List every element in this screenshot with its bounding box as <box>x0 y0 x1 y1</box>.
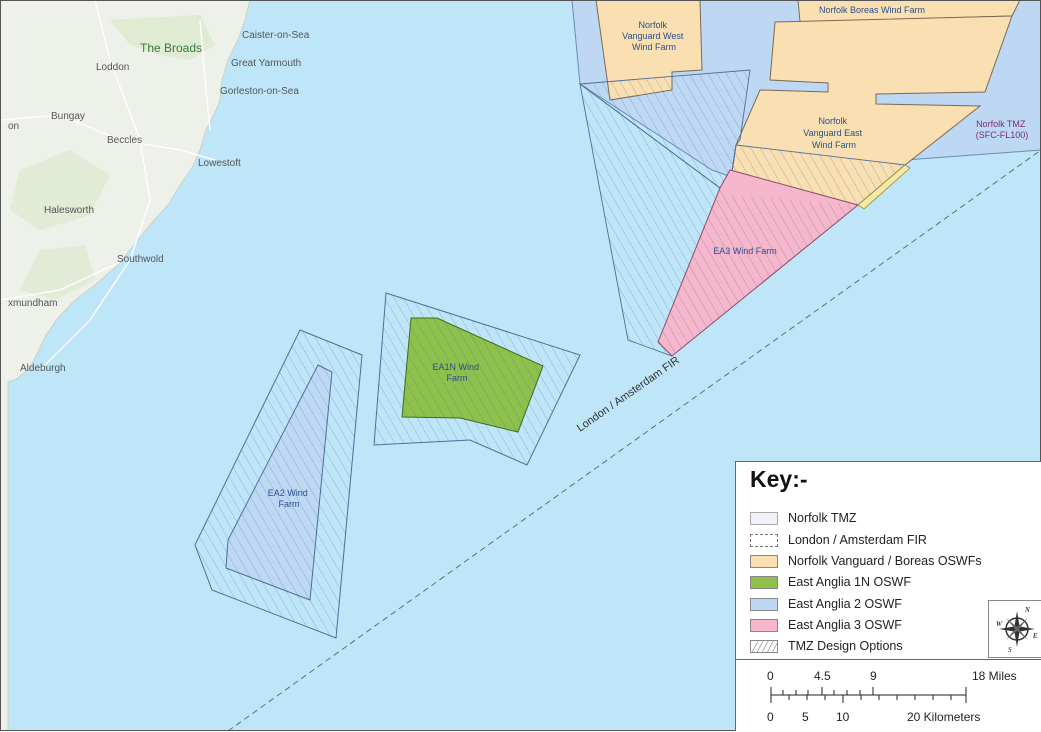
map-legend: Key:- Norfolk TMZ London / Amsterdam FIR… <box>735 461 1041 731</box>
compass-rose: N E S W <box>988 600 1041 658</box>
place-label: Southwold <box>117 254 164 265</box>
legend-swatch <box>750 639 778 653</box>
ea2-label: EA2 Wind Farm <box>268 488 311 509</box>
legend-item-fir: London / Amsterdam FIR <box>750 531 927 549</box>
place-label: Beccles <box>107 135 143 146</box>
legend-label: Norfolk Vanguard / Boreas OSWFs <box>788 554 982 568</box>
norfolk-boreas-label: Norfolk Boreas Wind Farm <box>819 5 925 15</box>
place-label: The Broads <box>140 41 203 55</box>
legend-title: Key:- <box>750 466 808 492</box>
legend-divider <box>736 659 1041 660</box>
place-label: on <box>8 121 20 132</box>
scale-km-0: 0 <box>767 710 774 724</box>
svg-text:S: S <box>1008 646 1012 654</box>
legend-item-vanguard-boreas: Norfolk Vanguard / Boreas OSWFs <box>750 552 982 570</box>
roads <box>0 0 216 371</box>
green-area <box>10 150 110 230</box>
place-label: xmundham <box>8 298 58 309</box>
legend-swatch <box>750 511 778 525</box>
tmz-yellow-sliver <box>857 164 911 210</box>
legend-swatch <box>750 618 778 632</box>
place-label: Caister-on-Sea <box>242 30 310 41</box>
legend-label: East Anglia 1N OSWF <box>788 575 911 589</box>
scale-miles-9: 9 <box>870 669 877 683</box>
green-area <box>110 15 215 60</box>
legend-item-ea1n: East Anglia 1N OSWF <box>750 573 911 591</box>
legend-item-tmz-design: TMZ Design Options <box>750 637 903 655</box>
svg-text:W: W <box>996 620 1003 628</box>
legend-item-ea3: East Anglia 3 OSWF <box>750 616 902 634</box>
place-label: Halesworth <box>44 205 95 216</box>
scale-miles-18: 18 Miles <box>972 669 1017 683</box>
place-label: Lowestoft <box>198 158 241 169</box>
svg-text:N: N <box>1024 606 1030 614</box>
scale-km-20: 20 Kilometers <box>907 710 981 724</box>
svg-text:E: E <box>1032 632 1038 640</box>
legend-swatch <box>750 575 778 589</box>
ea1n-hatch <box>402 318 543 432</box>
london-amsterdam-fir-line <box>227 149 1041 731</box>
place-label: Gorleston-on-Sea <box>220 86 299 97</box>
place-label: Bungay <box>51 111 85 122</box>
norfolk-vanguard-east-label: Norfolk Vanguard East Wind Farm <box>803 116 864 150</box>
legend-swatch <box>750 597 778 611</box>
norfolk-vanguard-west-label: Norfolk Vanguard West Wind Farm <box>622 20 686 52</box>
place-label: Great Yarmouth <box>231 58 302 69</box>
legend-swatch <box>750 533 778 547</box>
scale-km-5: 5 <box>802 710 809 724</box>
legend-item-ea2: East Anglia 2 OSWF <box>750 595 902 613</box>
ea3-label: EA3 Wind Farm <box>713 246 777 256</box>
scale-bar: 0 4.5 9 18 Miles 0 5 10 20 Kilometers <box>736 660 1041 732</box>
scale-miles-4-5: 4.5 <box>814 669 831 683</box>
ea2-hatch <box>226 365 332 600</box>
legend-label: TMZ Design Options <box>788 639 903 653</box>
legend-label: London / Amsterdam FIR <box>788 533 927 547</box>
compass-rose-icon: N E S W <box>996 606 1038 654</box>
tmz-design-option <box>658 188 858 356</box>
legend-label: East Anglia 2 OSWF <box>788 597 902 611</box>
ea1n-label: EA1N Wind Farm <box>432 362 481 383</box>
norfolk-tmz-label: Norfolk TMZ (SFC-FL100) <box>976 119 1029 140</box>
scale-km-10: 10 <box>836 710 850 724</box>
scale-bar-graphic <box>770 687 967 703</box>
legend-label: Norfolk TMZ <box>788 511 857 525</box>
place-label: Aldeburgh <box>20 363 66 374</box>
legend-label: East Anglia 3 OSWF <box>788 618 902 632</box>
green-area <box>20 245 95 300</box>
legend-swatch <box>750 554 778 568</box>
scale-miles-0: 0 <box>767 669 774 683</box>
place-label: Loddon <box>96 62 130 73</box>
legend-item-norfolk-tmz: Norfolk TMZ <box>750 509 857 527</box>
